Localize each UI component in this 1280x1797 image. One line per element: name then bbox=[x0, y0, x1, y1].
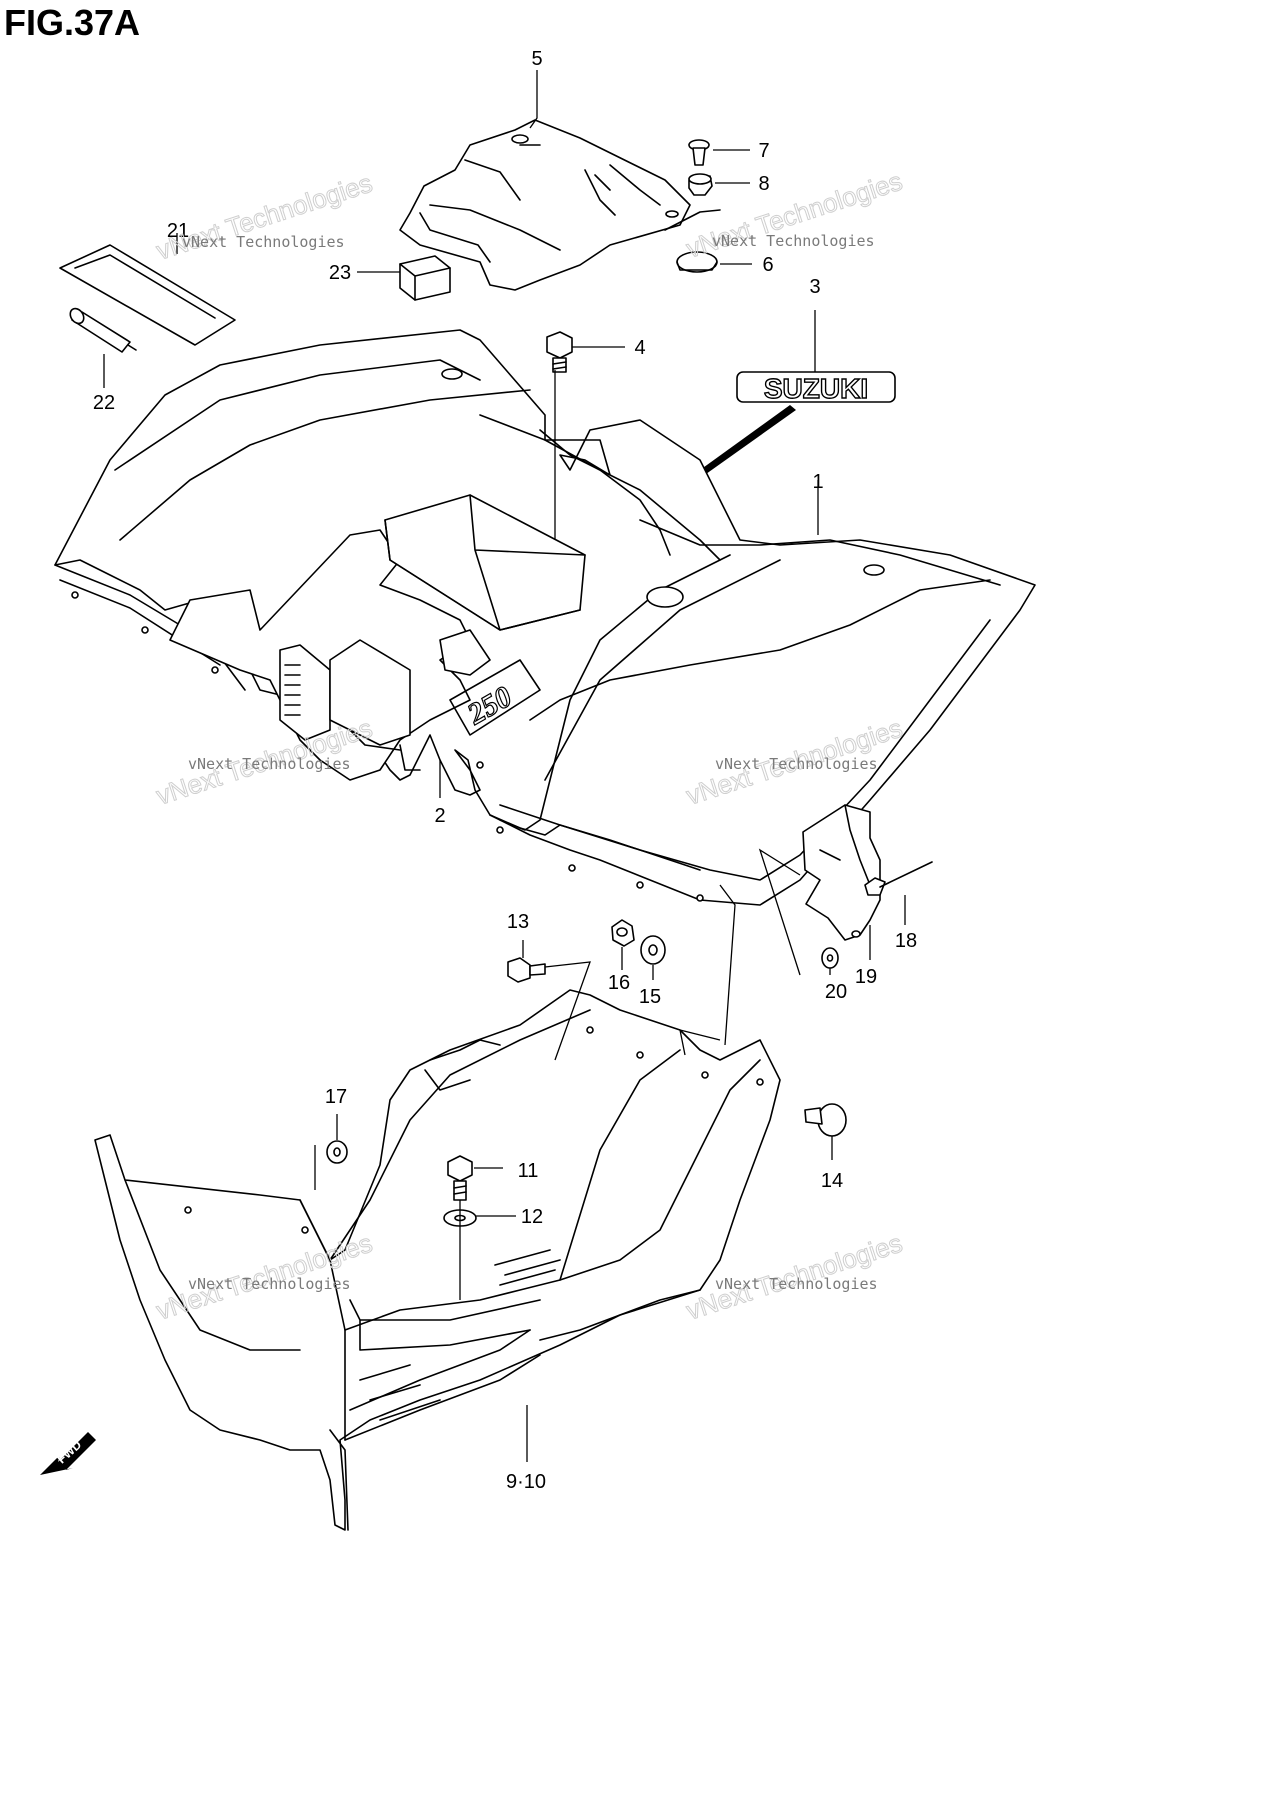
part-6-cap[interactable] bbox=[676, 251, 718, 273]
callout-20: 20 bbox=[825, 981, 847, 1003]
part-9-10-footrest[interactable] bbox=[94, 989, 781, 1531]
callout-5: 5 bbox=[531, 48, 542, 70]
watermark-text: vNext Technologies bbox=[188, 1275, 351, 1293]
part-15-washer[interactable] bbox=[640, 935, 666, 965]
watermark-text: vNext Technologies bbox=[715, 755, 878, 773]
callout-3: 3 bbox=[809, 276, 820, 298]
part-17-washer[interactable] bbox=[326, 1140, 348, 1164]
callout-14: 14 bbox=[821, 1170, 843, 1192]
part-20-washer[interactable] bbox=[821, 947, 839, 969]
callout-19: 18 bbox=[895, 930, 917, 952]
callout-11: 11 bbox=[518, 1160, 539, 1182]
suzuki-logo-text: SUZUKI bbox=[764, 373, 868, 404]
part-7-rivet[interactable] bbox=[688, 139, 710, 166]
callout-22: 22 bbox=[93, 392, 115, 414]
callout-21: 21 bbox=[167, 220, 189, 242]
callout-17: 17 bbox=[325, 1086, 347, 1108]
callout-16: 16 bbox=[608, 972, 630, 994]
callout-7: 7 bbox=[758, 140, 769, 162]
part-14-screw[interactable] bbox=[804, 1103, 847, 1137]
figure-title: FIG.37A bbox=[4, 2, 141, 43]
part-8-grommet[interactable] bbox=[688, 173, 713, 196]
fwd-arrow-icon: FWD bbox=[40, 1432, 96, 1475]
callout-15: 15 bbox=[639, 986, 661, 1008]
part-22-pin[interactable] bbox=[67, 306, 137, 353]
part-19-clip[interactable] bbox=[864, 861, 933, 896]
callout-labels: 5 7 8 6 4 3 1 2 21 22 23 13 16 15 20 19 … bbox=[93, 48, 917, 1493]
watermark-text: vNext Technologies bbox=[182, 233, 345, 251]
watermark-text: vNext Technologies bbox=[712, 232, 875, 250]
part-4-bolt[interactable] bbox=[546, 331, 573, 373]
callout-6: 6 bbox=[762, 254, 773, 276]
callout-4: 4 bbox=[634, 337, 645, 359]
part-3-emblem[interactable]: SUZUKI bbox=[700, 371, 896, 474]
callout-13: 13 bbox=[507, 911, 529, 933]
part-13-bolt[interactable] bbox=[507, 957, 546, 983]
callout-9-10: 9·10 bbox=[506, 1471, 546, 1493]
leader-lines bbox=[103, 70, 906, 1462]
part-11-bolt[interactable] bbox=[447, 1155, 473, 1201]
part-16-nut[interactable] bbox=[611, 919, 635, 947]
callout-18: 19 bbox=[855, 966, 877, 988]
part-18-bracket[interactable] bbox=[802, 804, 881, 941]
watermark-text: vNext Technologies bbox=[715, 1275, 878, 1293]
watermark-text: vNext Technologies bbox=[188, 755, 351, 773]
callout-2: 2 bbox=[434, 805, 445, 827]
part-5-cover[interactable] bbox=[399, 119, 721, 291]
callout-23: 23 bbox=[329, 262, 351, 284]
callout-8: 8 bbox=[758, 173, 769, 195]
part-21-plate[interactable] bbox=[59, 244, 236, 346]
callout-1: 1 bbox=[812, 471, 823, 493]
callout-12: 12 bbox=[521, 1206, 543, 1228]
part-23-pad[interactable] bbox=[399, 255, 451, 301]
